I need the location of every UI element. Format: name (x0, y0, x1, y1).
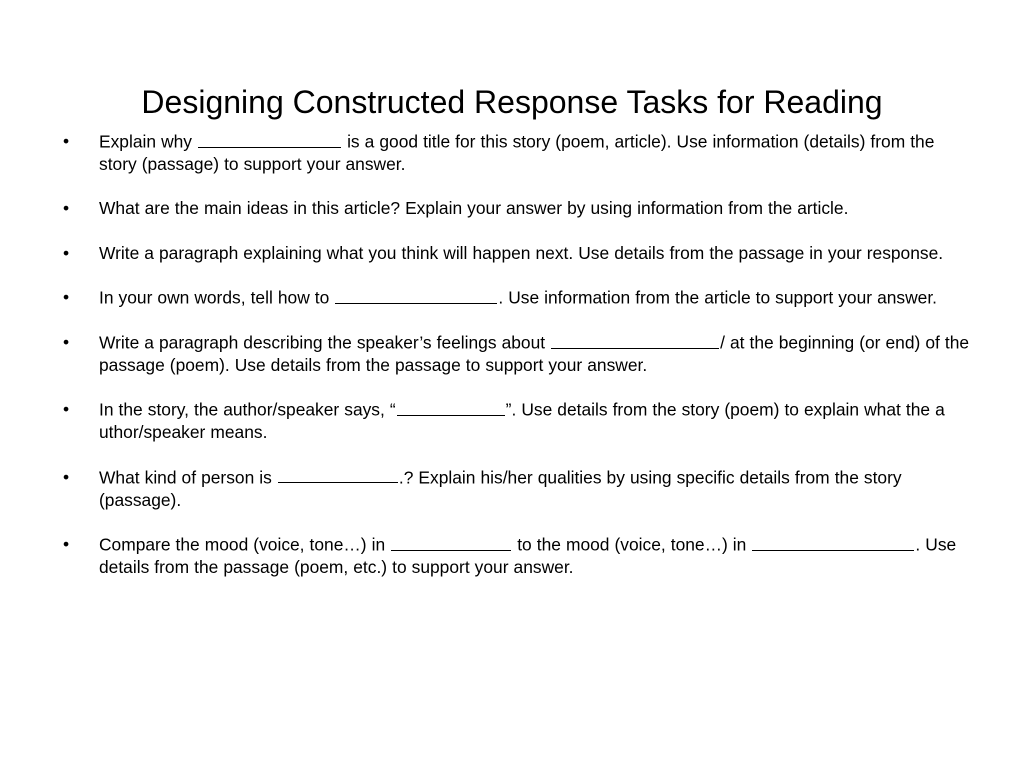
bullet-text-run: is a good title for this story (poem, ar… (99, 131, 935, 174)
bullet-text-run: . Use details from the passage (poem, et… (99, 534, 957, 577)
bullet-kind-of-person: What kind of person is .? Explain his/he… (99, 466, 973, 511)
bullet-text-run: . Use information from the article to su… (498, 287, 938, 308)
fill-in-blank-line (551, 331, 720, 349)
bullet-text-run: Explain why (99, 131, 198, 152)
bullet-text-run: / at the beginning (or end) of the passa… (99, 332, 970, 375)
bullet-own-words: In your own words, tell how to . Use inf… (99, 286, 973, 309)
bullet-text-run: Compare the mood (voice, tone…) in (99, 534, 391, 555)
list-item: • What are the main ideas in this article… (58, 197, 973, 219)
list-item: • Write a paragraph explaining what you t… (58, 242, 973, 264)
bullet-predict-next: Write a paragraph explaining what you th… (99, 242, 973, 264)
bullet-text-run: to the mood (voice, tone…) in (512, 534, 752, 555)
bullet-title-prompt: Explain why is a good title for this sto… (99, 130, 973, 175)
bullet-author-says: In the story, the author/speaker says, “… (99, 398, 973, 443)
list-item: • Explain why is a good title for this st… (58, 130, 973, 175)
bullet-text-run: What kind of person is (99, 467, 277, 488)
bullet-point-icon: • (63, 242, 70, 263)
bullet-text-run: ”. Use details from the story (poem) to … (99, 399, 945, 443)
fill-in-blank-line (752, 533, 915, 551)
bullet-text-run: In your own words, tell how to (99, 287, 335, 308)
bullet-point-icon: • (63, 332, 70, 353)
fill-in-blank-line (198, 130, 342, 148)
list-item: • Write a paragraph describing the speake… (58, 331, 973, 376)
bullet-point-icon: • (63, 534, 70, 555)
fill-in-blank-line (391, 533, 512, 551)
bullet-point-icon: • (63, 287, 70, 308)
page-title: Designing Constructed Response Tasks for… (141, 84, 883, 121)
bullet-list: • Explain why is a good title for this st… (58, 130, 973, 578)
list-item: • What kind of person is .? Explain his/h… (58, 466, 973, 511)
list-item: • In your own words, tell how to . Use in… (58, 286, 973, 309)
list-item: • In the story, the author/speaker says, … (58, 398, 973, 443)
fill-in-blank-line (277, 466, 398, 484)
bullet-text-run: Write a paragraph explaining what you th… (99, 242, 944, 263)
list-item: • Compare the mood (voice, tone…) in to t… (58, 533, 973, 578)
fill-in-blank-line (335, 286, 498, 304)
bullet-text-run: Write a paragraph describing the speaker… (99, 332, 551, 353)
bullet-text-run: In the story, the author/speaker says, “ (99, 399, 396, 420)
bullet-compare-mood: Compare the mood (voice, tone…) in to th… (99, 533, 973, 578)
bullet-main-ideas: What are the main ideas in this article?… (99, 197, 973, 219)
bullet-speaker-feelings: Write a paragraph describing the speaker… (99, 331, 973, 376)
fill-in-blank-line (396, 398, 505, 416)
bullet-text-run: What are the main ideas in this article?… (99, 198, 849, 219)
bullet-point-icon: • (63, 466, 70, 487)
bullet-point-icon: • (63, 131, 70, 151)
bullet-text-run: .? Explain his/her qualities by using sp… (99, 467, 902, 510)
bullet-point-icon: • (63, 399, 70, 420)
bullet-point-icon: • (63, 198, 70, 219)
